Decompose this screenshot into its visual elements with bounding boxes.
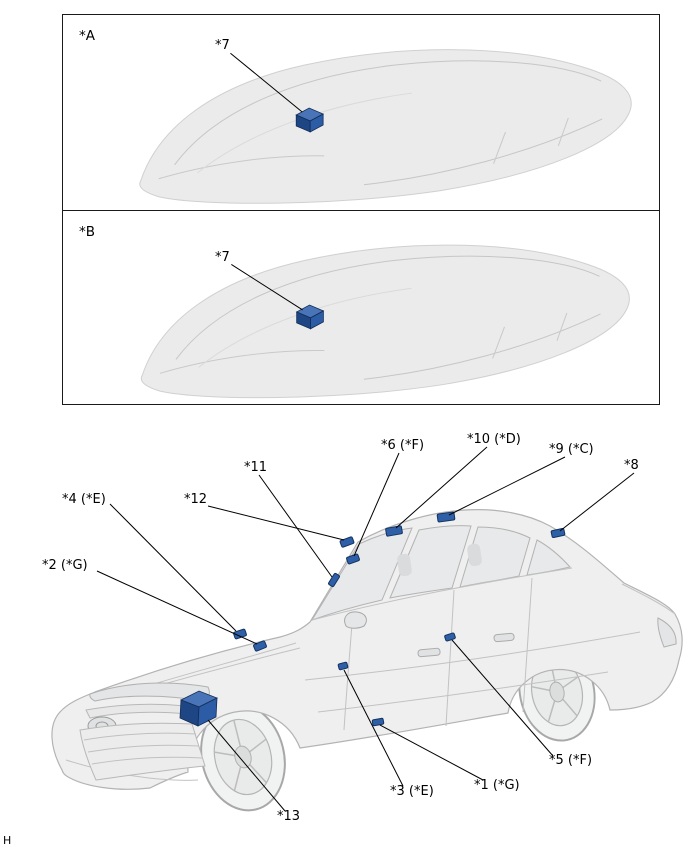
leader-lines bbox=[96, 446, 635, 812]
callout-label-10: *10 (*D) bbox=[467, 432, 521, 447]
headrests bbox=[397, 543, 482, 577]
callout-label-7-panel-a: *7 bbox=[215, 38, 230, 53]
vehicle-illustration bbox=[51, 446, 683, 812]
marker-2 bbox=[253, 640, 267, 652]
callout-label-1: *1 (*G) bbox=[474, 778, 520, 793]
tail-lamp bbox=[657, 617, 677, 648]
leader-6 bbox=[353, 452, 400, 557]
leader-4 bbox=[109, 503, 237, 632]
leader-3 bbox=[343, 669, 404, 787]
callout-label-8: *8 bbox=[624, 458, 639, 473]
leader-12 bbox=[207, 505, 345, 541]
marker-3 bbox=[337, 661, 349, 671]
body-lines bbox=[65, 567, 676, 781]
leader-line-7-b bbox=[231, 264, 303, 311]
side-mirror bbox=[344, 611, 367, 629]
panel-a: *A *7 bbox=[62, 14, 660, 211]
callout-label-13: *13 bbox=[277, 809, 301, 824]
roof-illustration-a bbox=[139, 49, 632, 204]
page-footer-label: H bbox=[3, 834, 12, 847]
roof-antenna-module-b bbox=[295, 304, 325, 330]
vehicle-overview-diagram: *4 (*E) *12 *11 *6 (*F) *10 (*D) *9 (*C)… bbox=[0, 430, 688, 852]
marker-10 bbox=[385, 525, 403, 537]
callout-label-9: *9 (*C) bbox=[549, 442, 594, 457]
rear-door-window bbox=[459, 526, 531, 588]
leader-1 bbox=[379, 724, 484, 781]
lower-grille bbox=[79, 722, 206, 781]
leader-2 bbox=[96, 570, 258, 645]
car-body bbox=[51, 509, 683, 790]
callout-label-11: *11 bbox=[244, 460, 268, 475]
door-handles bbox=[417, 632, 515, 658]
windshield bbox=[310, 527, 413, 621]
leader-5 bbox=[451, 639, 554, 757]
marker-12 bbox=[339, 536, 355, 548]
panel-b-label: *B bbox=[79, 224, 96, 240]
roof-body-a bbox=[139, 49, 632, 204]
front-fascia bbox=[79, 682, 210, 781]
callout-label-12: *12 bbox=[184, 492, 208, 507]
roof-body-b bbox=[140, 244, 630, 399]
callout-label-3: *3 (*E) bbox=[390, 784, 434, 799]
leader-10 bbox=[395, 446, 488, 529]
leader-9 bbox=[448, 456, 566, 516]
marker-11 bbox=[328, 572, 340, 588]
marker-4 bbox=[233, 628, 247, 640]
callout-label-7-panel-b: *7 bbox=[215, 250, 230, 265]
roof-antenna-module-a bbox=[295, 107, 325, 133]
marker-8 bbox=[550, 528, 566, 538]
callout-label-2: *2 (*G) bbox=[42, 558, 88, 573]
panel-b: *B *7 bbox=[62, 210, 660, 405]
leader-11 bbox=[258, 474, 333, 578]
marker-6 bbox=[346, 553, 360, 565]
callout-label-6: *6 (*F) bbox=[381, 438, 425, 453]
leader-13 bbox=[207, 719, 286, 812]
marker-1 bbox=[371, 717, 385, 727]
marker-13 bbox=[179, 690, 218, 727]
roof-illustration-b bbox=[140, 244, 630, 399]
callout-label-4: *4 (*E) bbox=[62, 492, 106, 507]
leader-line-7-a bbox=[230, 52, 303, 113]
callout-label-5: *5 (*F) bbox=[549, 753, 593, 768]
front-door-window bbox=[389, 525, 472, 599]
leader-8 bbox=[559, 472, 635, 532]
marker-5 bbox=[444, 632, 456, 642]
panel-a-label: *A bbox=[79, 28, 95, 44]
